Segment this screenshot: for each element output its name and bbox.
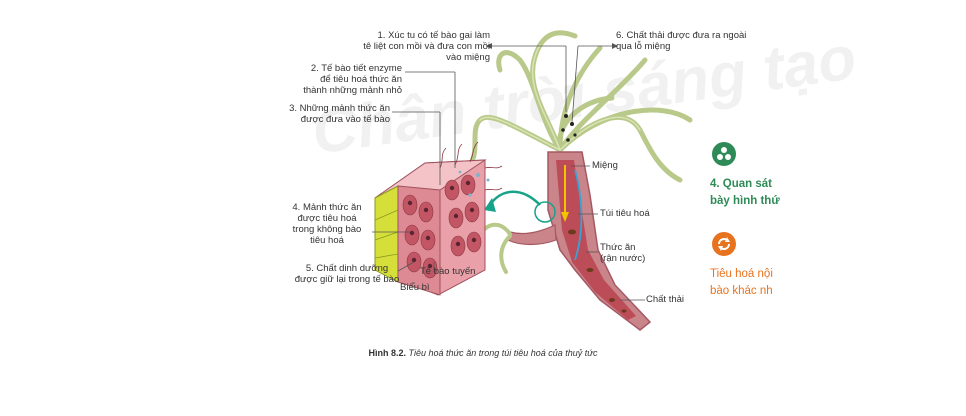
food-particles <box>568 229 627 313</box>
label-mouth: Miệng <box>592 160 618 171</box>
label-step-1: 1. Xúc tu có tế bào gai làm tê liệt con … <box>363 30 490 63</box>
label-epidermis: Biểu bì <box>400 282 430 293</box>
label-step-3: 3. Những mảnh thức ăn được đưa vào tế bà… <box>289 103 390 125</box>
tissue-block <box>374 141 503 296</box>
flow-arrow-up <box>574 169 583 261</box>
hydra-bud <box>507 224 557 246</box>
figure-caption: Hình 8.2. Tiêu hoá thức ăn trong túi tiê… <box>0 348 966 358</box>
nutrient-cycle-icon <box>712 142 736 166</box>
label-food: Thức ăn (rận nước) <box>600 242 646 264</box>
tentacle-highlights <box>479 44 641 151</box>
side-text-observe: 4. Quan sát bày hình thứ <box>710 178 780 207</box>
label-step-4: 4. Mảnh thức ăn được tiêu hoá trong khôn… <box>292 202 362 246</box>
zoom-circle <box>534 201 556 223</box>
label-gastric-cavity: Túi tiêu hoá <box>600 208 650 219</box>
waste-particles <box>561 114 577 142</box>
refresh-icon <box>712 232 736 256</box>
figure-number: Hình 8.2. <box>368 348 407 358</box>
label-step-2: 2. Tế bào tiết enzyme để tiêu hoá thức ă… <box>303 63 402 96</box>
label-step-5: 5. Chất dinh dưỡng được giữ lại trong tế… <box>294 263 400 285</box>
label-waste: Chất thải <box>646 294 685 305</box>
side-text-intracellular: Tiêu hoá nội bào khác nh <box>710 268 773 297</box>
label-gland-cell: Tế bào tuyến <box>420 266 476 277</box>
gastric-cavity <box>556 160 636 320</box>
label-step-6: 6. Chất thải được đưa ra ngoài qua lỗ mi… <box>616 30 747 52</box>
leader-lines <box>372 45 645 301</box>
zoom-arrow <box>488 190 541 206</box>
figure-caption-text: Tiêu hoá thức ăn trong túi tiêu hoá của … <box>408 348 598 358</box>
leader-arrowheads <box>486 43 618 49</box>
